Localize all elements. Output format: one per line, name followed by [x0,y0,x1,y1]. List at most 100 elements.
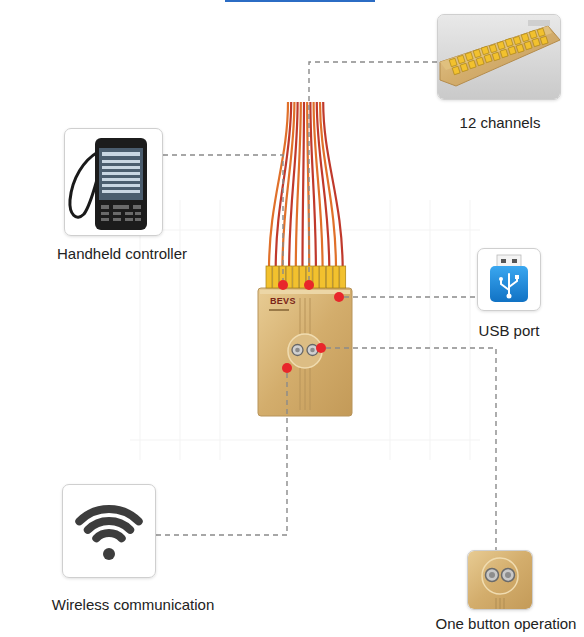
channels-photo [516,44,524,53]
handheld-icon [101,218,109,221]
icon-ground [477,248,541,311]
channels-photo [449,58,457,67]
button-photo [502,569,515,582]
callout-dot [316,343,326,353]
channels-photo [500,49,508,58]
icon-frame [62,484,156,578]
channels-photo [484,54,492,63]
channels-photo [489,44,497,53]
device-wires [296,102,301,270]
callout-dot [304,280,314,290]
wifi-icon [79,509,138,521]
leader-line [309,62,437,280]
handheld-icon [113,218,121,221]
background-grid [220,200,221,460]
callout-box: 12 channels [437,14,561,131]
button-photo [468,551,532,609]
usb-icon [515,275,519,279]
channels-photo [440,26,560,86]
channels-photo [492,52,500,61]
channels-photo [440,26,552,70]
background-grid [140,200,141,460]
device-body [310,298,311,334]
channels-photo [460,63,468,72]
usb-icon [507,294,512,299]
channels-photo [540,36,548,45]
callout-label: Handheld controller [57,245,187,262]
callout-dot [278,280,288,290]
channels-photo [457,55,465,64]
background-grid [470,200,471,460]
handheld-icon [101,205,109,209]
button-photo [504,598,505,609]
channels-photo [524,41,532,50]
handheld-icon [70,138,147,230]
device-body [310,348,315,353]
device-wires [317,102,330,270]
usb-icon [501,280,509,290]
connector-strip [340,266,346,288]
channels-photo [508,46,516,55]
device-body [310,368,311,410]
channels-photo [438,15,560,99]
callout-dot [278,280,344,373]
handheld-icon [70,152,98,217]
device-body [295,348,300,353]
top-rule [225,0,375,2]
button-photo [500,598,501,609]
channels-photo [505,38,513,47]
usb-icon [509,278,517,287]
handheld-icon [125,218,133,221]
button-photo [486,569,499,582]
usb-icon [508,274,510,296]
channels-photo [529,30,537,39]
channels-photo [468,60,476,69]
leader-line [344,296,477,297]
button-photo [468,551,532,609]
channels-photo [532,38,540,47]
channels-photo [528,20,550,26]
background-grid [180,200,181,460]
handheld-icon [99,148,143,200]
handheld-icon [95,138,147,230]
leader-line [156,62,496,550]
callout-box: USB port [477,248,541,339]
callout-label: Wireless communication [52,596,215,613]
device-wires [269,102,288,270]
channels-photo [497,41,505,50]
icon-frame [477,248,541,311]
device-body [305,368,306,410]
device-wires [303,102,305,270]
button-photo [505,572,511,578]
background-grid [430,200,431,460]
usb-icon [501,274,517,296]
connector-strip [266,266,272,288]
device-body [300,368,301,410]
leader-line [156,373,287,535]
usb-icon [490,266,528,302]
usb-icon [512,259,517,263]
channels-photo [438,15,560,99]
device-body [258,288,352,416]
connector-strip [320,266,326,288]
icon-ground [62,484,156,578]
callout-label: 12 channels [460,114,541,131]
device-body [292,345,303,356]
handheld-icon [125,212,133,215]
device-wires [323,102,343,270]
connector-strip [273,266,279,288]
channels-photo [449,28,548,75]
device-body [307,345,318,356]
channels-photo [513,36,521,45]
handheld-icon [133,205,141,209]
wifi-icon [96,533,121,538]
channels-photo [476,57,484,66]
connector-strip [293,266,299,288]
channels-photo [473,49,481,58]
background-grid [130,200,480,460]
handheld-icon [102,190,140,193]
channels-photo [537,28,545,37]
background-grid [390,200,391,460]
usb-icon [499,277,503,281]
